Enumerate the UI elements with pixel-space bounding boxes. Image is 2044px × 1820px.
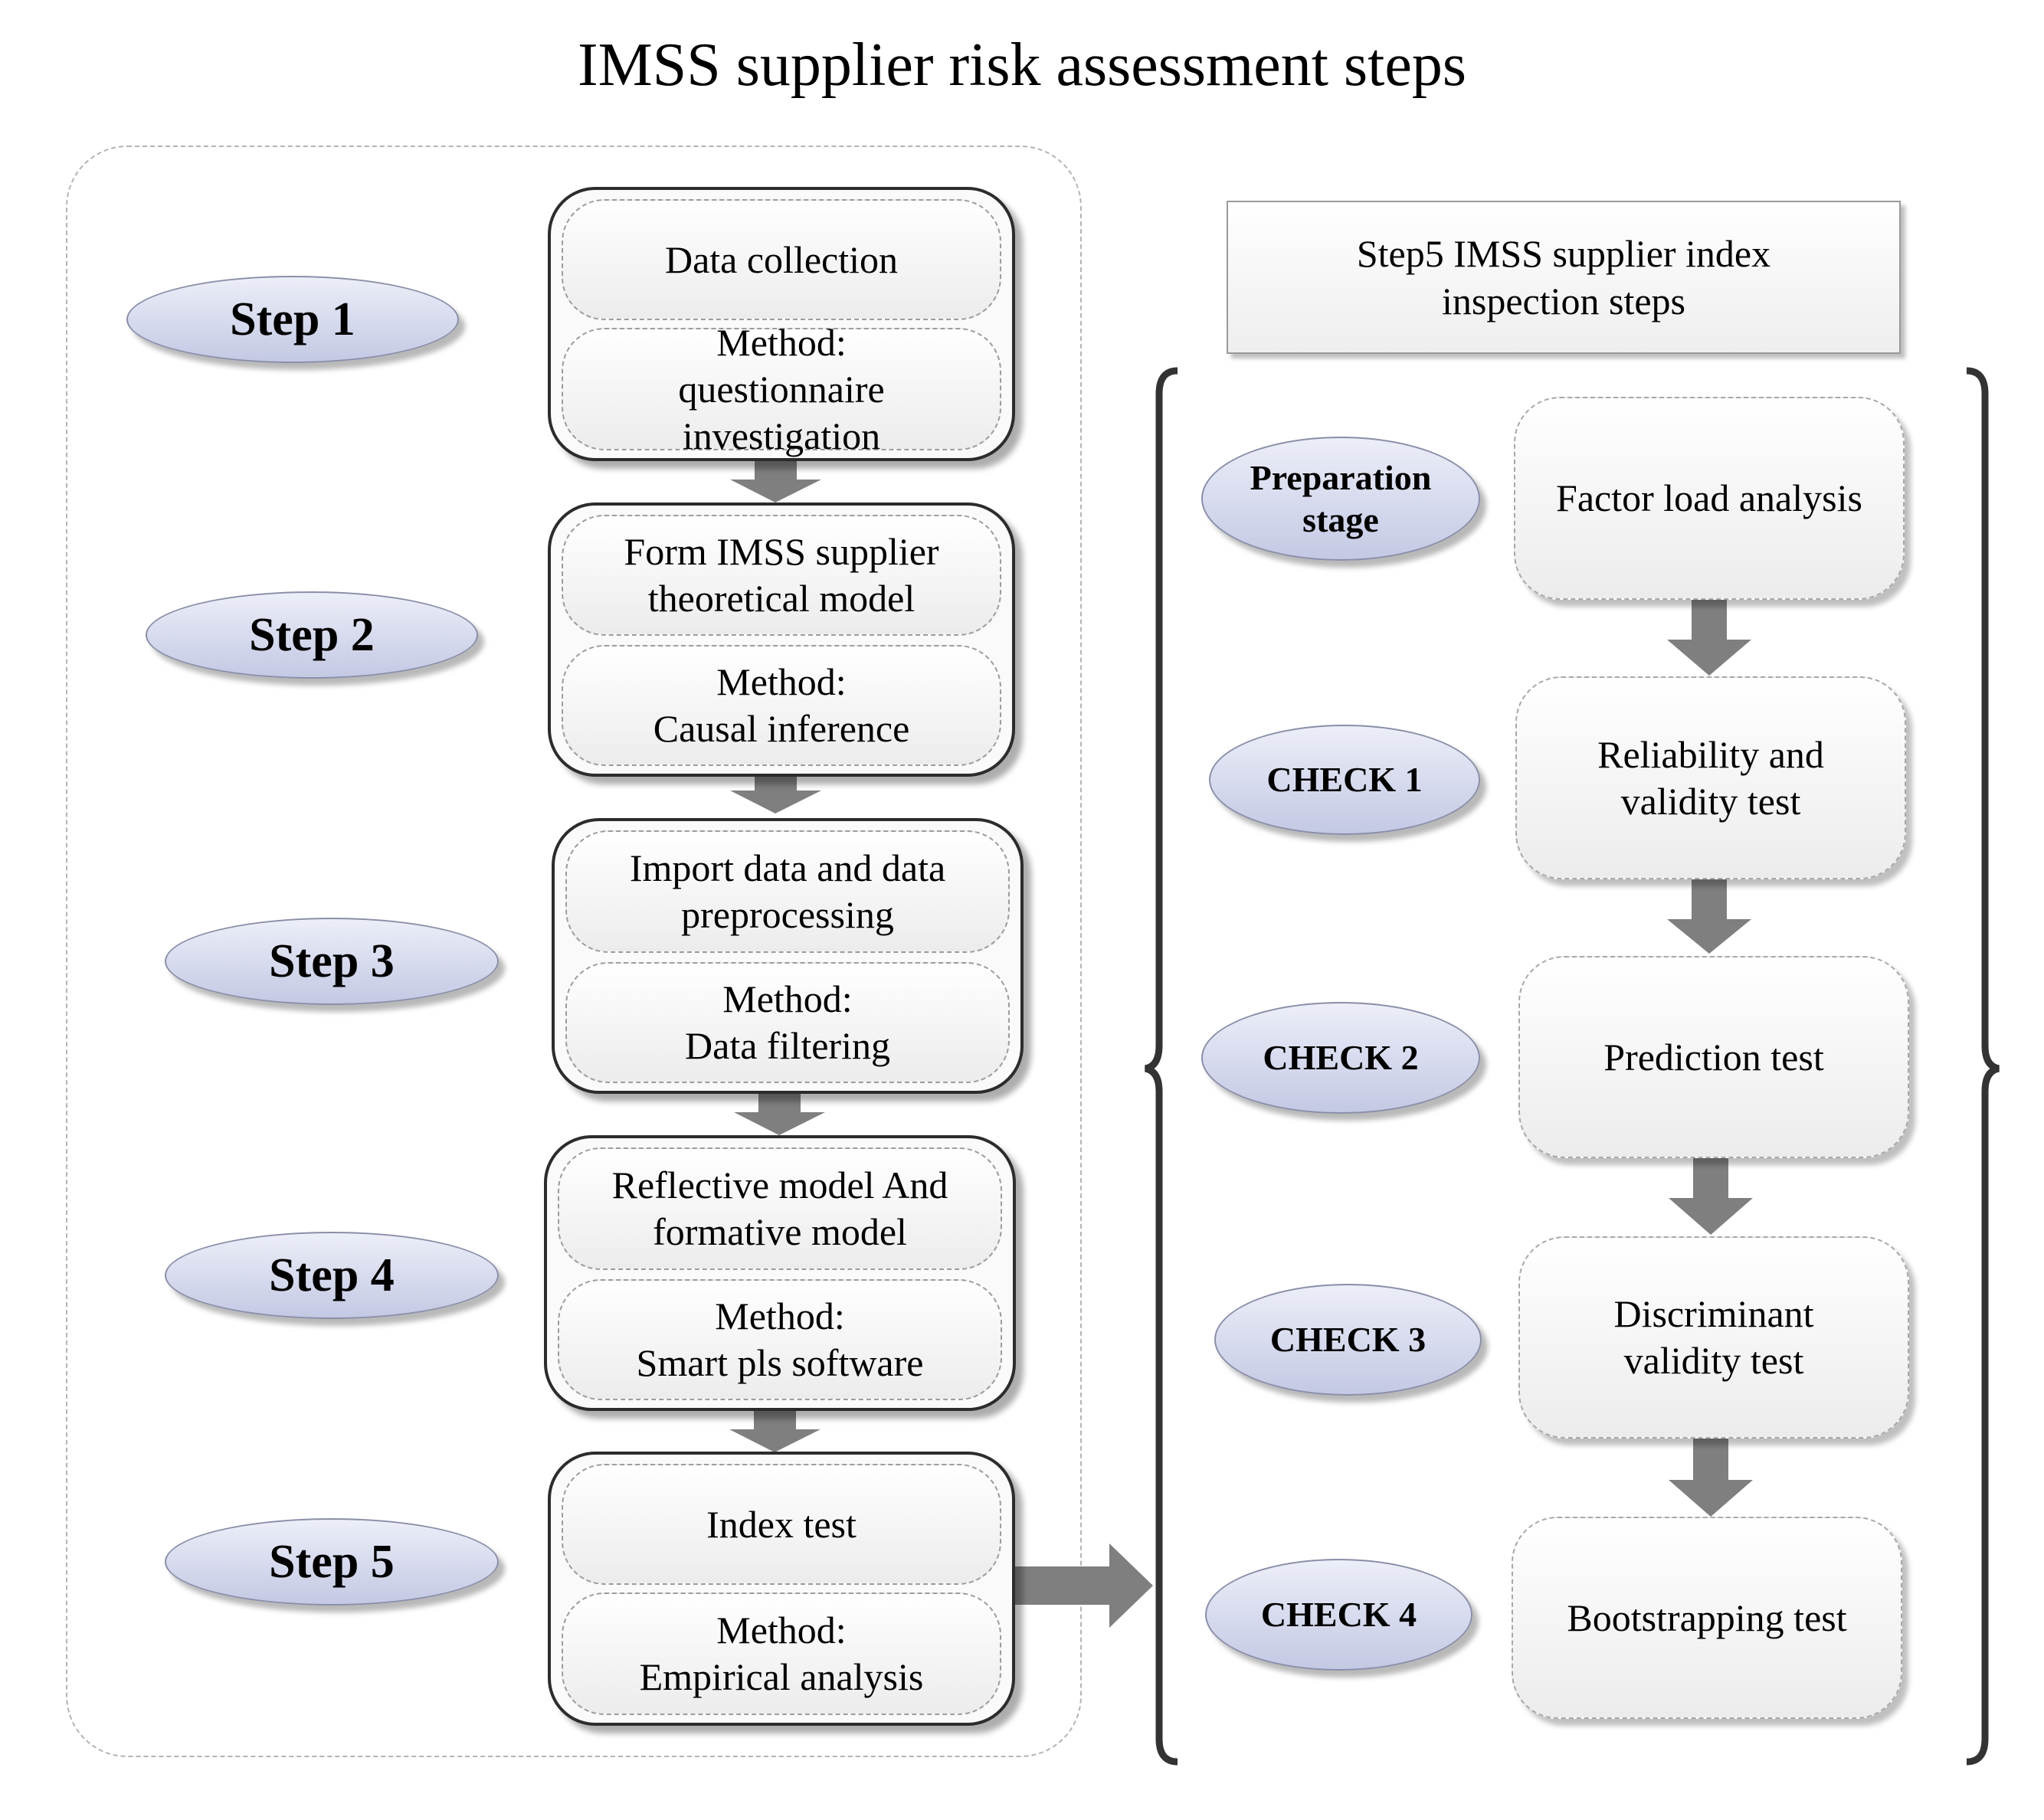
step-5-label: Step 5 (269, 1535, 395, 1588)
step-1-task: Data collection (562, 199, 1001, 320)
step-2-method-text: Method: Causal inference (653, 660, 910, 750)
arrow-down-check3 (1669, 1439, 1753, 1517)
check-3-label: CHECK 3 (1269, 1320, 1427, 1360)
arrow-down-step2 (730, 771, 821, 813)
step-5-task: Index test (562, 1464, 1001, 1585)
arrow-down-step1 (730, 455, 821, 502)
step-2-task: Form IMSS supplier theoretical model (562, 515, 1001, 636)
discriminant-validity-text: Discriminant validity test (1613, 1292, 1814, 1382)
reliability-validity-box: Reliability and validity test (1515, 676, 1906, 879)
step-5-method-text: Method: Empirical analysis (639, 1609, 924, 1698)
step-3-method-text: Method: Data filtering (685, 977, 890, 1067)
bootstrapping-test-box: Bootstrapping test (1512, 1517, 1902, 1719)
step-5-ellipse: Step 5 (165, 1518, 499, 1606)
step-1-task-text: Data collection (664, 237, 899, 281)
step-4-box: Reflective model And formative model Met… (544, 1135, 1016, 1411)
arrow-down-check0 (1667, 600, 1751, 676)
check-1-ellipse: CHECK 1 (1209, 725, 1480, 835)
step-2-box: Form IMSS supplier theoretical model Met… (548, 502, 1015, 777)
step-4-task: Reflective model And formative model (558, 1147, 1002, 1270)
step-1-label: Step 1 (230, 293, 355, 345)
step5-header-text: Step5 IMSS supplier index inspection ste… (1356, 231, 1771, 323)
step-1-box: Data collection Method: questionnaire in… (548, 187, 1015, 461)
step-4-method-text: Method: Smart pls software (636, 1295, 924, 1384)
step-3-ellipse: Step 3 (165, 918, 499, 1005)
check-3-ellipse: CHECK 3 (1214, 1284, 1482, 1396)
discriminant-validity-box: Discriminant validity test (1518, 1236, 1909, 1439)
factor-load-analysis-text: Factor load analysis (1556, 476, 1862, 519)
check-4-label: CHECK 4 (1260, 1595, 1417, 1635)
arrow-right-step5 (1013, 1543, 1153, 1628)
step-2-ellipse: Step 2 (146, 591, 478, 679)
reliability-validity-text: Reliability and validity test (1597, 732, 1824, 823)
arrow-down-step3 (734, 1088, 825, 1135)
check-4-ellipse: CHECK 4 (1205, 1559, 1472, 1671)
step-3-task-text: Import data and data preprocessing (629, 846, 946, 936)
step-1-method-text: Method: questionnaire investigation (678, 320, 885, 457)
step-2-method: Method: Causal inference (562, 645, 1001, 766)
left-panel (66, 146, 1082, 1757)
arrow-down-check1 (1667, 879, 1751, 954)
right-brace (1966, 367, 2000, 1766)
step-5-method: Method: Empirical analysis (562, 1592, 1001, 1715)
step-1-method: Method: questionnaire investigation (562, 321, 1001, 457)
step-5-box: Index test Method: Empirical analysis (548, 1452, 1015, 1726)
prediction-test-text: Prediction test (1603, 1035, 1824, 1079)
diagram-title: IMSS supplier risk assessment steps (578, 31, 1466, 99)
step-4-label: Step 4 (269, 1249, 395, 1301)
step-4-ellipse: Step 4 (165, 1232, 499, 1319)
step-3-task: Import data and data preprocessing (565, 830, 1010, 953)
check-2-ellipse: CHECK 2 (1201, 1002, 1480, 1114)
left-brace (1144, 367, 1178, 1766)
step5-header-box: Step5 IMSS supplier index inspection ste… (1227, 201, 1901, 354)
arrow-down-step4 (729, 1406, 821, 1452)
step-2-label: Step 2 (249, 608, 375, 661)
check-1-label: CHECK 1 (1266, 760, 1423, 800)
step-3-label: Step 3 (269, 935, 395, 987)
step-4-task-text: Reflective model And formative model (611, 1164, 948, 1253)
preparation-stage-ellipse: Preparation stage (1201, 437, 1480, 561)
arrow-down-check2 (1669, 1158, 1753, 1235)
preparation-stage-label: Preparation stage (1250, 457, 1432, 539)
bootstrapping-test-text: Bootstrapping test (1567, 1596, 1847, 1639)
step-3-method: Method: Data filtering (565, 962, 1010, 1083)
prediction-test-box: Prediction test (1518, 956, 1909, 1158)
check-2-label: CHECK 2 (1263, 1038, 1419, 1078)
step-2-task-text: Form IMSS supplier theoretical model (624, 530, 939, 620)
step-1-ellipse: Step 1 (126, 276, 459, 363)
factor-load-analysis-box: Factor load analysis (1514, 397, 1905, 600)
step-3-box: Import data and data preprocessing Metho… (552, 818, 1024, 1094)
step-5-task-text: Index test (706, 1502, 857, 1546)
step-4-method: Method: Smart pls software (558, 1279, 1002, 1400)
